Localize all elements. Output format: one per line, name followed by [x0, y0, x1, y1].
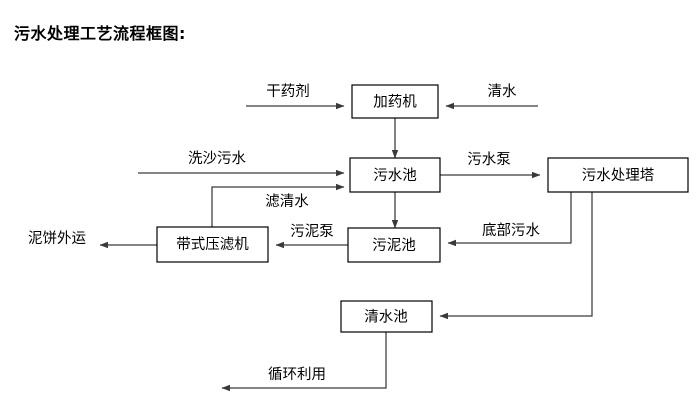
- node-sewage-treatment-tower[interactable]: 污水处理塔: [547, 157, 689, 193]
- node-clean-water-pool-box: [340, 300, 433, 333]
- edge-label-sand-wash-sewage: 洗沙污水: [188, 150, 246, 167]
- edge-label-sludge-pump: 污泥泵: [290, 223, 334, 240]
- edge-clean-water-pool-to-recycle: [221, 331, 387, 392]
- edge-label-bottom-sewage: 底部污水: [482, 222, 540, 239]
- node-dosing-machine[interactable]: 加药机: [351, 84, 439, 119]
- edge-bottom-sewage-to-sludge-pool: [447, 192, 572, 247]
- node-sludge-pool-label: 污泥池: [372, 237, 416, 254]
- edge-label-clean-water: 清水: [488, 83, 517, 100]
- edge-filtrate-to-sewage-pool: [211, 183, 345, 227]
- edge-label-recycle-use: 循环利用: [268, 366, 326, 383]
- terminal-label-mud-cake-out: 泥饼外运: [28, 230, 86, 247]
- node-belt-filter-press-label: 带式压滤机: [176, 236, 249, 253]
- page-title: 污水处理工艺流程框图:: [14, 24, 186, 43]
- node-sludge-pool[interactable]: 污泥池: [347, 227, 441, 263]
- node-clean-water-pool-label: 清水池: [364, 309, 408, 326]
- edge-label-sewage-pump: 污水泵: [467, 151, 511, 168]
- node-belt-filter-press-box: [156, 226, 269, 263]
- node-clean-water-pool[interactable]: 清水池: [340, 300, 433, 333]
- edge-tower-to-clean-water-pool: [439, 192, 593, 320]
- node-sludge-pool-box: [347, 227, 441, 263]
- edge-label-filtered-clean-water: 滤清水: [265, 193, 309, 210]
- node-sewage-treatment-tower-label: 污水处理塔: [582, 167, 655, 184]
- node-dosing-machine-label: 加药机: [373, 94, 417, 111]
- node-dosing-machine-box: [351, 84, 439, 119]
- node-sewage-pool-box: [349, 157, 441, 193]
- node-sewage-pool[interactable]: 污水池: [349, 157, 441, 193]
- node-sewage-pool-label: 污水池: [373, 167, 417, 184]
- edge-label-dry-chemical: 干药剂: [266, 83, 310, 100]
- node-sewage-treatment-tower-box: [547, 157, 689, 193]
- node-belt-filter-press[interactable]: 带式压滤机: [156, 226, 269, 263]
